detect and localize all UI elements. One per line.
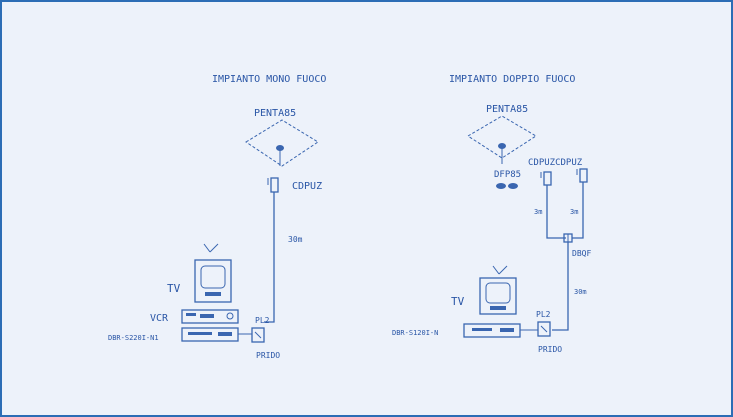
mono-pl2-label: PL2 — [255, 316, 270, 325]
mono-vcr-label: VCR — [150, 313, 169, 324]
mono-prise-label: PRIDO — [256, 351, 280, 360]
mono-receiver-label: DBR-S220I-N1 — [108, 334, 159, 342]
dual-pl2-label: PL2 — [536, 310, 551, 319]
dual-lnb-icon-a — [540, 171, 552, 186]
dual-dish-label: PENTA85 — [486, 104, 528, 115]
dual-title: IMPIANTO DOPPIO FUOCO — [449, 74, 575, 85]
mono-dish-icon — [245, 119, 319, 167]
dual-dish-icon — [467, 115, 537, 164]
dual-tv-label: TV — [451, 295, 465, 308]
mono-vcr-icon — [181, 309, 239, 324]
mono-tv-label: TV — [167, 282, 181, 295]
mono-outlet-icon — [238, 327, 265, 343]
dual-cable-b-length: 3m — [570, 208, 578, 216]
mono-cable — [264, 192, 275, 323]
dual-outlet-icon — [520, 321, 551, 337]
dual-bracket-icon — [496, 183, 518, 189]
mono-title: IMPIANTO MONO FUOCO — [212, 74, 326, 85]
dual-bracket-label: DFP85 — [494, 170, 521, 180]
dual-lnb-icon-b — [576, 168, 588, 183]
dual-lnb-pair-label: CDPUZCDPUZ — [528, 158, 583, 168]
dual-main-cable — [552, 242, 569, 331]
dual-cable-a — [546, 185, 566, 239]
dual-tv-icon — [479, 265, 517, 315]
mono-tv-icon — [194, 243, 232, 303]
dual-receiver-label: DBR-S120I-N — [392, 329, 438, 337]
dual-main-cable-length: 30m — [574, 288, 587, 296]
mono-lnb-icon — [267, 177, 279, 193]
mono-receiver-icon — [181, 327, 239, 342]
dual-receiver-icon — [463, 323, 521, 338]
mono-dish-label: PENTA85 — [254, 108, 296, 119]
dual-switch-label: DBQF — [572, 249, 591, 258]
dual-prise-label: PRIDO — [538, 345, 562, 354]
mono-cable-length: 30m — [288, 235, 303, 244]
mono-lnb-label: CDPUZ — [292, 181, 322, 192]
dual-cable-a-length: 3m — [534, 208, 542, 216]
dual-cable-b — [572, 182, 584, 239]
